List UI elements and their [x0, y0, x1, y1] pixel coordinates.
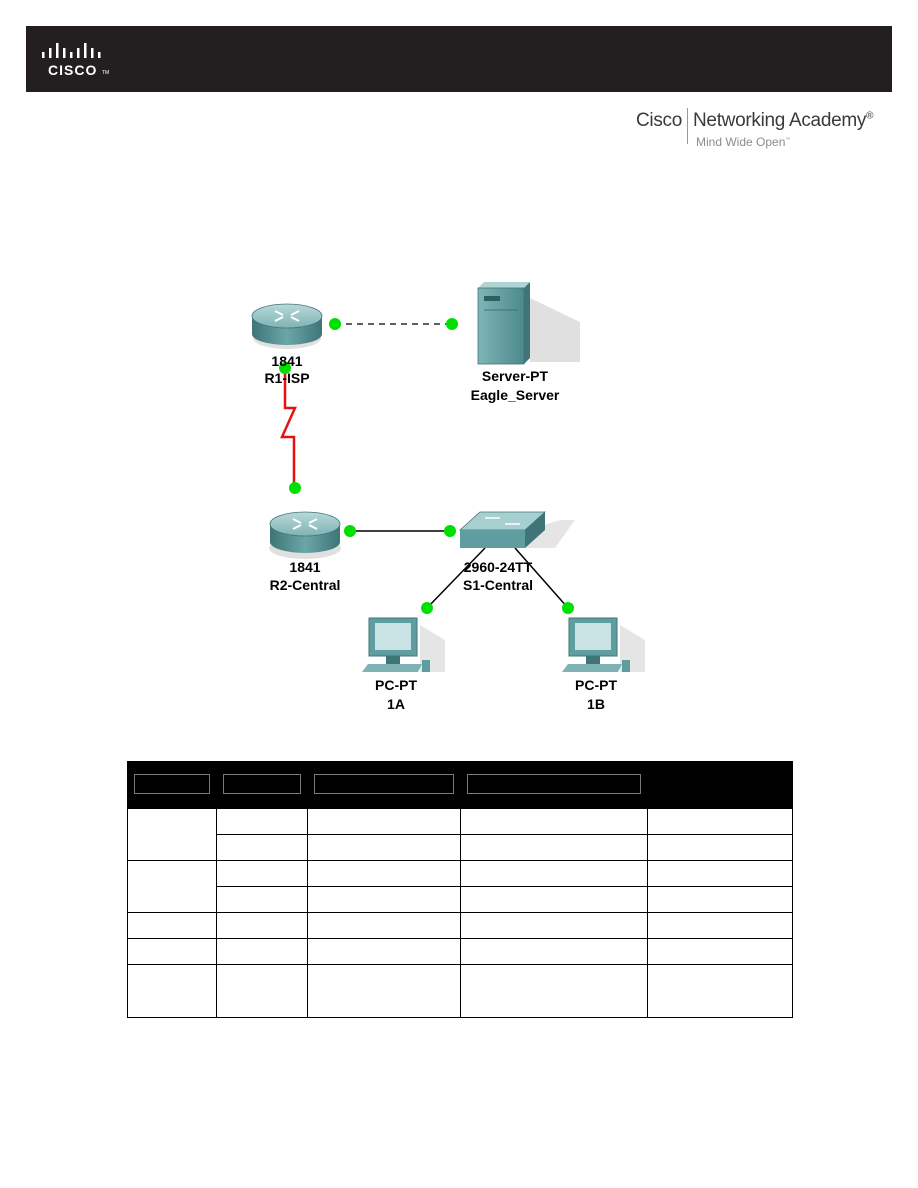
- table-header-cell: [460, 761, 648, 809]
- table-cell: [216, 912, 308, 939]
- academy-tagline: Mind Wide Open™: [696, 135, 790, 149]
- table-row: [127, 860, 793, 913]
- device-model-label: PC-PT: [575, 677, 617, 693]
- port-indicator: [446, 318, 458, 330]
- table-header-cell: [647, 761, 793, 809]
- router-icon: [269, 511, 341, 559]
- device-model-label: 1841: [289, 559, 320, 575]
- device-name-label: 1A: [387, 696, 405, 712]
- pc-icon: [562, 617, 645, 672]
- table-cell: [216, 886, 308, 913]
- table-row: [127, 912, 793, 939]
- pc-icon: [362, 617, 445, 672]
- addressing-table: [127, 761, 793, 1018]
- link-switch-pc1b: [514, 547, 569, 609]
- device-model-label: 1841: [271, 353, 302, 369]
- table-cell: [127, 808, 217, 861]
- switch-icon: [458, 511, 575, 548]
- academy-brand-cisco: Cisco: [636, 110, 683, 131]
- cisco-trademark: TM: [102, 70, 110, 76]
- table-cell: [127, 938, 217, 965]
- port-indicator: [421, 602, 433, 614]
- table-cell: [647, 886, 793, 913]
- table-cell: [460, 964, 648, 1018]
- table-header-cell: [307, 761, 461, 809]
- cisco-banner: CISCO TM: [26, 26, 892, 92]
- router-icon: [251, 303, 323, 349]
- link-port-indicators: [279, 318, 574, 614]
- port-indicator: [289, 482, 301, 494]
- table-cell: [647, 912, 793, 939]
- table-cell: [216, 964, 308, 1018]
- table-cell: [127, 964, 217, 1018]
- port-indicator: [562, 602, 574, 614]
- table-header-cell: [127, 761, 217, 809]
- cisco-logo: CISCO TM: [40, 40, 110, 80]
- table-cell: [307, 964, 461, 1018]
- cisco-bars-icon: [42, 43, 101, 58]
- table-cell: [307, 886, 461, 913]
- table-row: [127, 808, 793, 861]
- device-name-label: S1-Central: [463, 577, 533, 593]
- table-header-row: [127, 761, 793, 809]
- table-row: [127, 938, 793, 965]
- table-cell: [460, 860, 648, 887]
- table-cell: [307, 860, 461, 887]
- table-cell: [216, 860, 308, 887]
- device-model-label: PC-PT: [375, 677, 417, 693]
- table-cell: [647, 964, 793, 1018]
- device-model-label: 2960-24TT: [464, 559, 533, 575]
- table-cell: [307, 912, 461, 939]
- table-cell: [216, 834, 308, 861]
- table-cell: [216, 938, 308, 965]
- device-model-label: Server-PT: [482, 368, 549, 384]
- networking-academy-logo: Cisco Networking Academy® Mind Wide Open™: [636, 108, 888, 150]
- table-row: [127, 964, 793, 1018]
- table-cell: [307, 938, 461, 965]
- academy-tagline-tm: ™: [785, 137, 791, 143]
- port-indicator: [444, 525, 456, 537]
- table-row: [128, 834, 793, 861]
- table-cell: [307, 834, 461, 861]
- device-name-label: Eagle_Server: [471, 387, 560, 403]
- serial-link-r1-r2: [280, 368, 297, 490]
- table-cell: [647, 834, 793, 861]
- link-switch-pc1a: [426, 547, 486, 609]
- table-cell: [307, 808, 461, 835]
- port-indicator: [344, 525, 356, 537]
- academy-brand-name: Networking Academy: [693, 110, 867, 131]
- table-cell: [647, 808, 793, 835]
- academy-divider: [687, 108, 689, 144]
- table-cell: [460, 938, 648, 965]
- academy-tagline-text: Mind Wide Open: [696, 135, 786, 149]
- table-cell: [460, 808, 648, 835]
- device-name-label: 1B: [587, 696, 605, 712]
- device-name-label: R2-Central: [270, 577, 341, 593]
- table-cell: [460, 834, 648, 861]
- port-indicator: [329, 318, 341, 330]
- table-cell: [216, 808, 308, 835]
- table-cell: [460, 886, 648, 913]
- table-header-cell: [216, 761, 308, 809]
- table-cell: [127, 860, 217, 913]
- table-cell: [647, 860, 793, 887]
- server-icon: [477, 282, 580, 365]
- table-cell: [460, 912, 648, 939]
- academy-brand: Cisco Networking Academy®: [636, 108, 874, 146]
- table-cell: [127, 912, 217, 939]
- port-indicator: [279, 362, 291, 374]
- academy-registered-mark: ®: [866, 110, 874, 122]
- table-row: [128, 886, 793, 913]
- device-name-label: R1-ISP: [264, 370, 309, 386]
- cisco-wordmark: CISCO: [48, 62, 98, 78]
- table-cell: [647, 938, 793, 965]
